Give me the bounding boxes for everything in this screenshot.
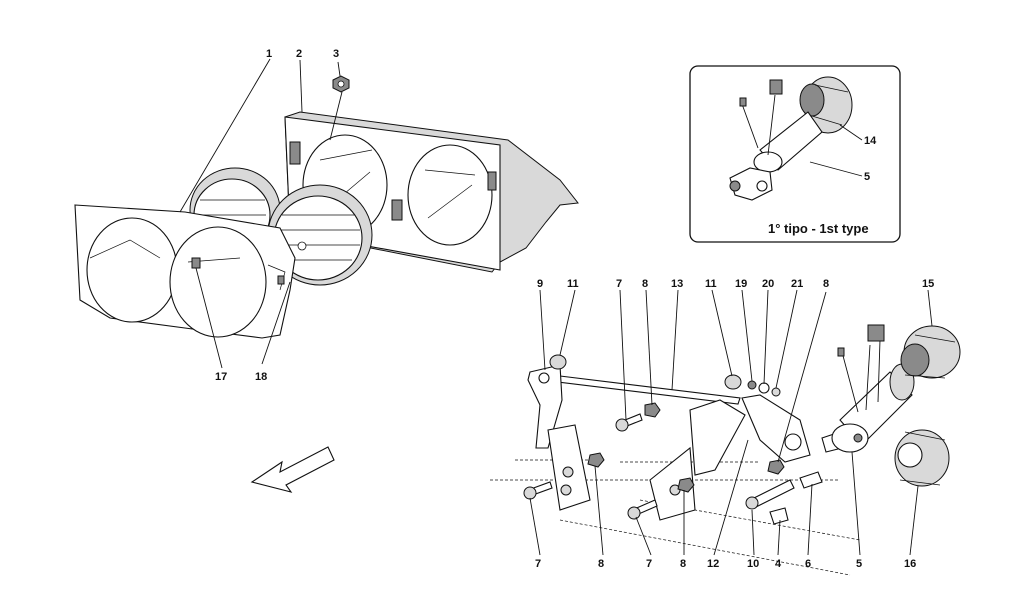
label-10: 10 — [747, 558, 759, 570]
label-8-top: 8 — [642, 278, 648, 290]
label-8-bottom-mid: 8 — [680, 558, 686, 570]
label-8-bottom-left: 8 — [598, 558, 604, 570]
label-2: 2 — [296, 48, 302, 60]
part-labels: 1 2 3 14 5 17 18 9 11 7 8 13 11 19 20 21… — [215, 48, 934, 570]
label-6: 6 — [805, 558, 811, 570]
label-7-bottom-mid: 7 — [646, 558, 652, 570]
label-1: 1 — [266, 48, 272, 60]
label-11-right: 11 — [705, 278, 717, 290]
label-15: 15 — [922, 278, 934, 290]
label-17: 17 — [215, 371, 227, 383]
nut-3 — [332, 75, 350, 93]
label-19: 19 — [735, 278, 747, 290]
label-3: 3 — [333, 48, 339, 60]
label-13: 13 — [671, 278, 683, 290]
label-9: 9 — [537, 278, 543, 290]
label-20: 20 — [762, 278, 774, 290]
inset-first-type — [689, 65, 901, 243]
lift-mechanism — [490, 324, 961, 576]
headlight-bezel — [74, 204, 296, 339]
label-7-bottom-left: 7 — [535, 558, 541, 570]
label-21: 21 — [791, 278, 803, 290]
label-12: 12 — [707, 558, 719, 570]
label-16: 16 — [904, 558, 916, 570]
inset-caption: 1° tipo - 1st type — [768, 221, 869, 236]
label-5-inset: 5 — [864, 171, 870, 183]
leader-lines — [179, 58, 933, 556]
label-14: 14 — [864, 135, 877, 147]
label-5-bottom: 5 — [856, 558, 862, 570]
label-11-left: 11 — [567, 278, 579, 290]
front-direction-arrow — [250, 446, 335, 493]
label-18: 18 — [255, 371, 267, 383]
label-8-right: 8 — [823, 278, 829, 290]
label-4: 4 — [775, 558, 782, 570]
label-7-top: 7 — [616, 278, 622, 290]
